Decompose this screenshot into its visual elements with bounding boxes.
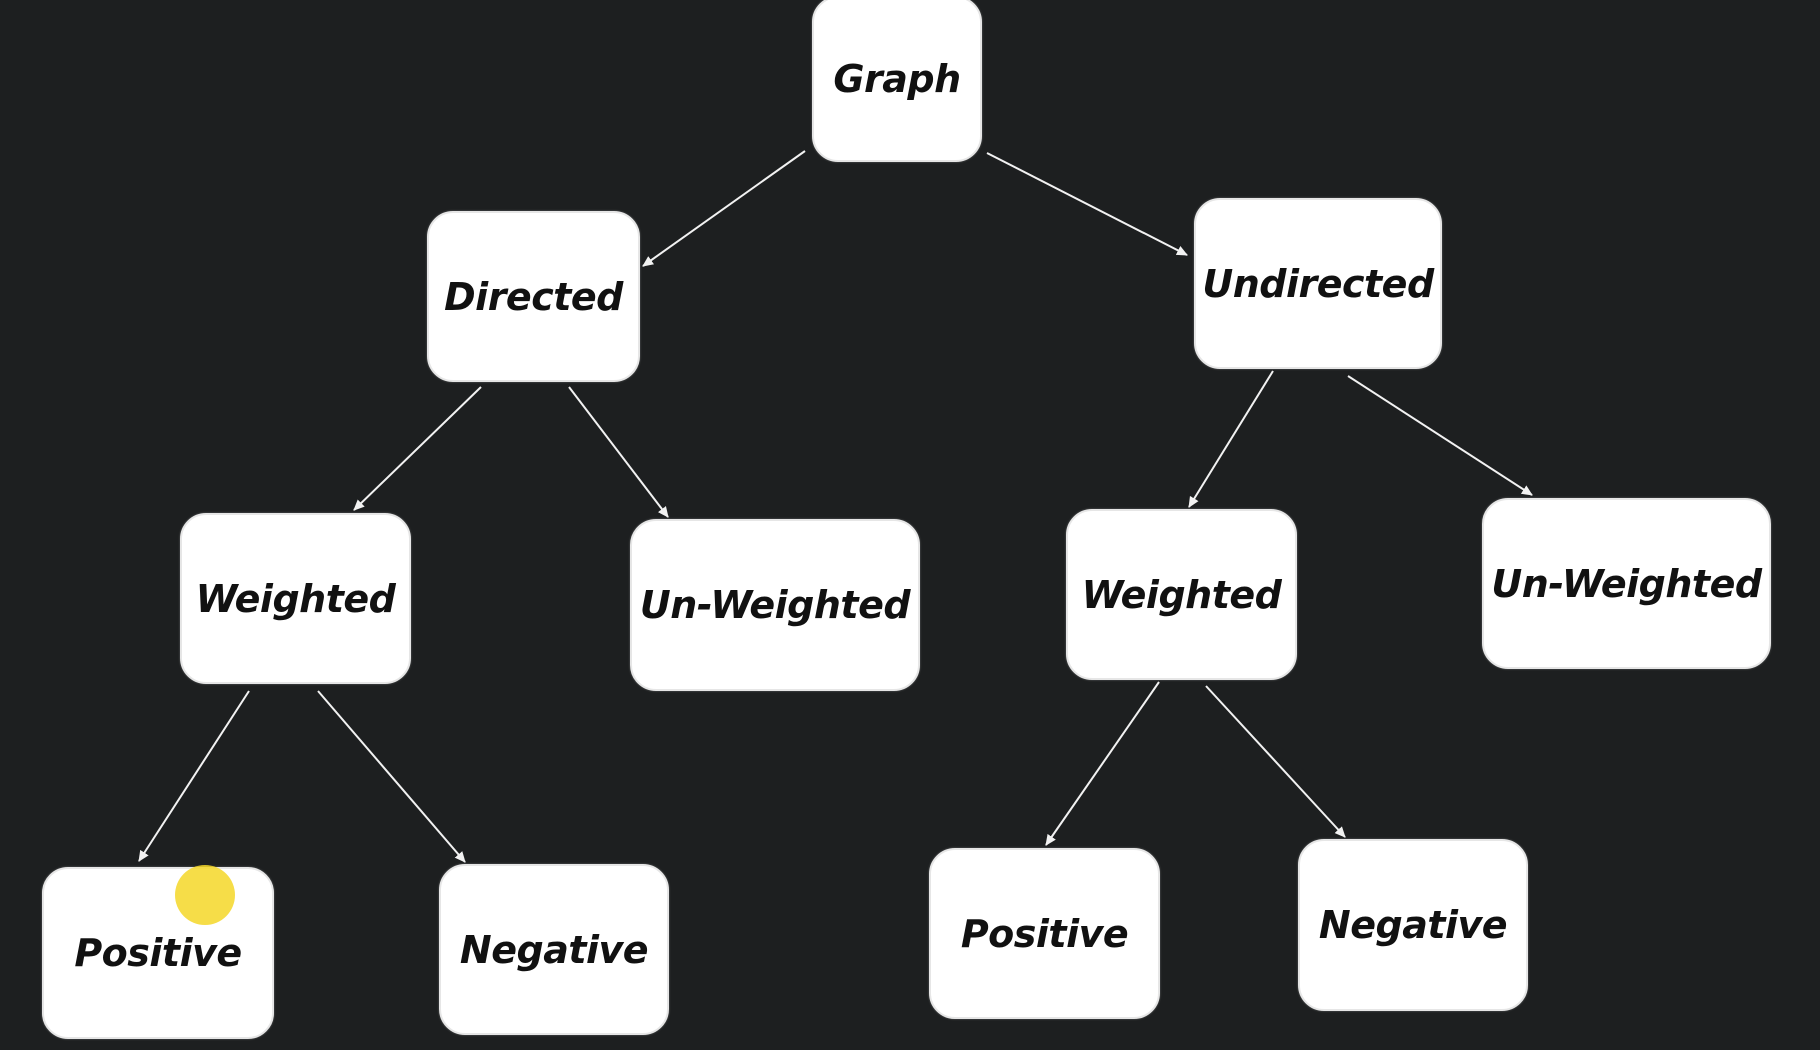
- edge-directed-unweighted: [568, 386, 669, 518]
- node-directed-weighted: Weighted: [180, 513, 411, 684]
- node-undirected-negative: Negative: [1298, 839, 1528, 1011]
- node-graph: Graph: [812, 0, 982, 162]
- edge-uweighted-negative: [1205, 685, 1346, 838]
- node-directed-unweighted: Un-Weighted: [630, 519, 920, 691]
- edge-undirected-weighted: [1188, 370, 1274, 508]
- node-directed-negative: Negative: [439, 864, 669, 1035]
- edge-directed-weighted: [353, 386, 482, 511]
- node-directed-positive: Positive: [42, 867, 274, 1039]
- node-undirected: Undirected: [1194, 198, 1442, 369]
- node-directed: Directed: [427, 211, 640, 382]
- edge-dweighted-negative: [317, 690, 466, 863]
- node-undirected-unweighted: Un-Weighted: [1482, 498, 1771, 669]
- edge-undirected-unweighted: [1347, 375, 1533, 496]
- edge-uweighted-positive: [1045, 681, 1160, 846]
- node-undirected-weighted: Weighted: [1066, 509, 1297, 680]
- edge-dweighted-positive: [138, 690, 250, 862]
- node-undirected-positive: Positive: [929, 848, 1160, 1019]
- edge-graph-undirected: [986, 152, 1188, 256]
- edge-graph-directed: [642, 150, 806, 267]
